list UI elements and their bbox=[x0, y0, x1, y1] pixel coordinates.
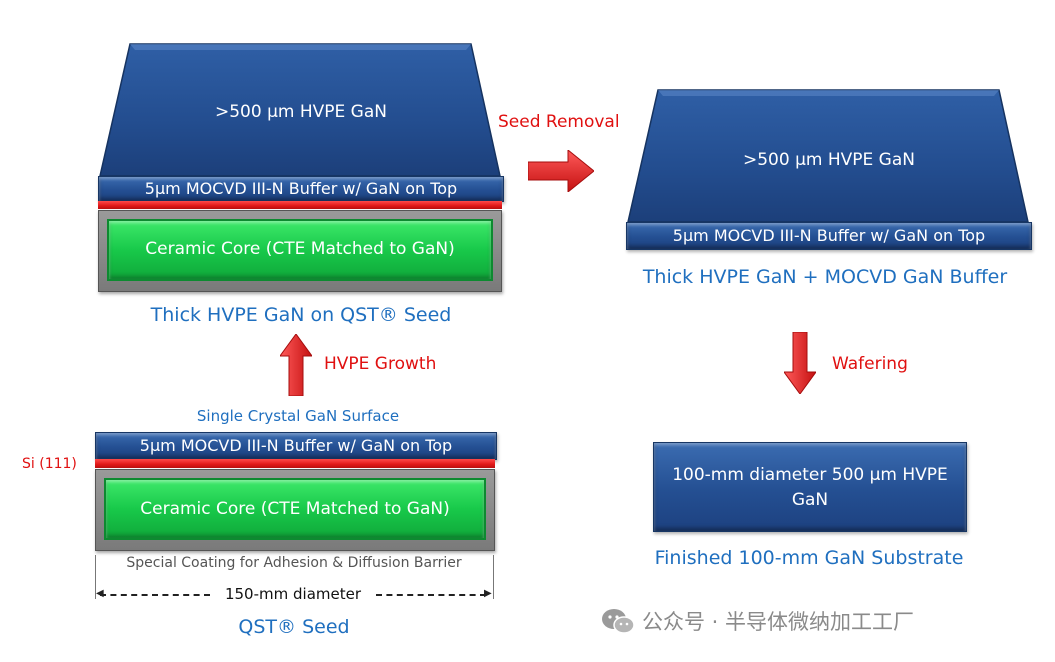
left-bottom-caption: QST® Seed bbox=[238, 616, 350, 638]
finished-substrate-box: 100-mm diameter 500 µm HVPE GaN bbox=[653, 442, 967, 532]
right-bottom-caption: Finished 100-mm GaN Substrate bbox=[654, 547, 964, 569]
wafering-arrow-icon bbox=[784, 332, 816, 394]
watermark-text: 公众号 · 半导体微纳加工工厂 bbox=[642, 610, 915, 634]
seed-removal-label: Seed Removal bbox=[498, 112, 620, 132]
si-label: Si (111) bbox=[22, 456, 77, 472]
left-top-buffer-layer: 5µm MOCVD III-N Buffer w/ GaN on Top bbox=[98, 176, 504, 202]
watermark: 公众号 · 半导体微纳加工工厂 bbox=[600, 603, 1040, 637]
left-top-hvpe-label: >500 µm HVPE GaN bbox=[215, 102, 387, 122]
seed-removal-arrow-icon bbox=[528, 150, 594, 192]
left-top-coating-frame: Ceramic Core (CTE Matched to GaN) bbox=[98, 210, 502, 292]
surface-label: Single Crystal GaN Surface bbox=[196, 407, 400, 425]
diameter-dash-left bbox=[100, 594, 210, 596]
diameter-arrow-right-icon: ▶ bbox=[484, 588, 492, 599]
left-top-core-label: Ceramic Core (CTE Matched to GaN) bbox=[145, 239, 455, 259]
diameter-dash-right bbox=[376, 594, 486, 596]
left-bottom-buffer-label: 5µm MOCVD III-N Buffer w/ GaN on Top bbox=[139, 436, 453, 455]
left-bottom-ceramic-core: Ceramic Core (CTE Matched to GaN) bbox=[104, 478, 486, 540]
left-bottom-core-label: Ceramic Core (CTE Matched to GaN) bbox=[140, 499, 450, 519]
right-top-buffer-label: 5µm MOCVD III-N Buffer w/ GaN on Top bbox=[672, 226, 986, 245]
finished-substrate-label: 100-mm diameter 500 µm HVPE GaN bbox=[672, 465, 948, 510]
diameter-arrow-left-icon: ◀ bbox=[96, 588, 104, 599]
hvpe-growth-label: HVPE Growth bbox=[324, 354, 437, 374]
diameter-tick-left bbox=[95, 555, 96, 599]
left-bottom-buffer-layer: 5µm MOCVD III-N Buffer w/ GaN on Top bbox=[95, 432, 497, 460]
wechat-icon bbox=[602, 609, 635, 634]
left-top-caption: Thick HVPE GaN on QST® Seed bbox=[150, 304, 452, 326]
right-top-buffer-layer: 5µm MOCVD III-N Buffer w/ GaN on Top bbox=[626, 222, 1032, 250]
left-top-buffer-label: 5µm MOCVD III-N Buffer w/ GaN on Top bbox=[144, 179, 458, 198]
diameter-tick-right bbox=[493, 555, 494, 599]
left-top-si-layer bbox=[98, 201, 502, 209]
coating-label: Special Coating for Adhesion & Diffusion… bbox=[126, 555, 462, 571]
left-bottom-coating-frame: Ceramic Core (CTE Matched to GaN) bbox=[95, 469, 495, 551]
left-top-ceramic-core: Ceramic Core (CTE Matched to GaN) bbox=[107, 219, 493, 281]
right-top-hvpe-label: >500 µm HVPE GaN bbox=[743, 150, 915, 170]
wafering-label: Wafering bbox=[832, 354, 908, 374]
diameter-label: 150-mm diameter bbox=[224, 585, 362, 603]
left-bottom-si-layer bbox=[95, 459, 495, 468]
hvpe-growth-arrow-icon bbox=[280, 334, 312, 396]
right-top-caption: Thick HVPE GaN + MOCVD GaN Buffer bbox=[642, 266, 1008, 288]
